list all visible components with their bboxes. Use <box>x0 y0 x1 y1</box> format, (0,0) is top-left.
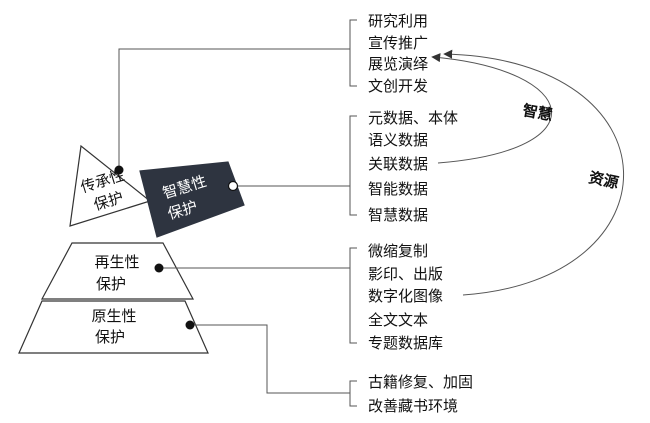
repair-item: 改善藏书环境 <box>368 397 458 415</box>
inheritance-anchor-dot <box>114 165 124 175</box>
data-item: 智能数据 <box>368 180 428 198</box>
original-label-line1: 原生性 <box>91 307 136 325</box>
copy-item: 全文文本 <box>368 311 428 329</box>
use-item: 研究利用 <box>368 12 428 30</box>
wisdom-anchor-dot <box>227 180 239 192</box>
copy-item: 数字化图像 <box>368 287 443 305</box>
use-item: 文创开发 <box>368 77 428 95</box>
data-item: 智慧数据 <box>368 206 428 224</box>
regeneration-anchor-dot <box>154 263 164 273</box>
use-item: 宣传推广 <box>368 34 428 52</box>
wisdom-arrow <box>431 53 552 164</box>
original-label-line2: 保护 <box>95 328 125 346</box>
repair-item: 古籍修复、加固 <box>368 373 473 391</box>
resource-arrow <box>443 49 624 296</box>
original-anchor-dot <box>185 320 195 330</box>
copy-item: 专题数据库 <box>368 334 443 352</box>
use-item: 展览演绎 <box>368 55 428 73</box>
regeneration-protection-shape <box>40 242 195 300</box>
resource-arc-label: 资源 <box>587 168 620 192</box>
original-protection-shape <box>18 300 209 354</box>
copy-group-bracket <box>349 247 357 344</box>
wisdom-arc-label: 智慧 <box>521 101 554 124</box>
data-item: 关联数据 <box>368 155 428 173</box>
copy-item: 影印、出版 <box>368 265 443 283</box>
original-connector <box>190 324 350 394</box>
use-group-bracket <box>349 19 357 87</box>
regeneration-label-line1: 再生性 <box>94 253 139 271</box>
regeneration-label-line2: 保护 <box>96 275 126 293</box>
wisdom-protection-shape <box>139 161 245 238</box>
data-group-bracket <box>349 115 357 216</box>
inheritance-protection-shape <box>69 144 152 227</box>
repair-group-bracket <box>349 380 357 407</box>
data-item: 语义数据 <box>368 131 428 149</box>
inheritance-connector <box>118 48 350 170</box>
copy-item: 微缩复制 <box>368 242 428 260</box>
data-item: 元数据、本体 <box>368 109 458 127</box>
